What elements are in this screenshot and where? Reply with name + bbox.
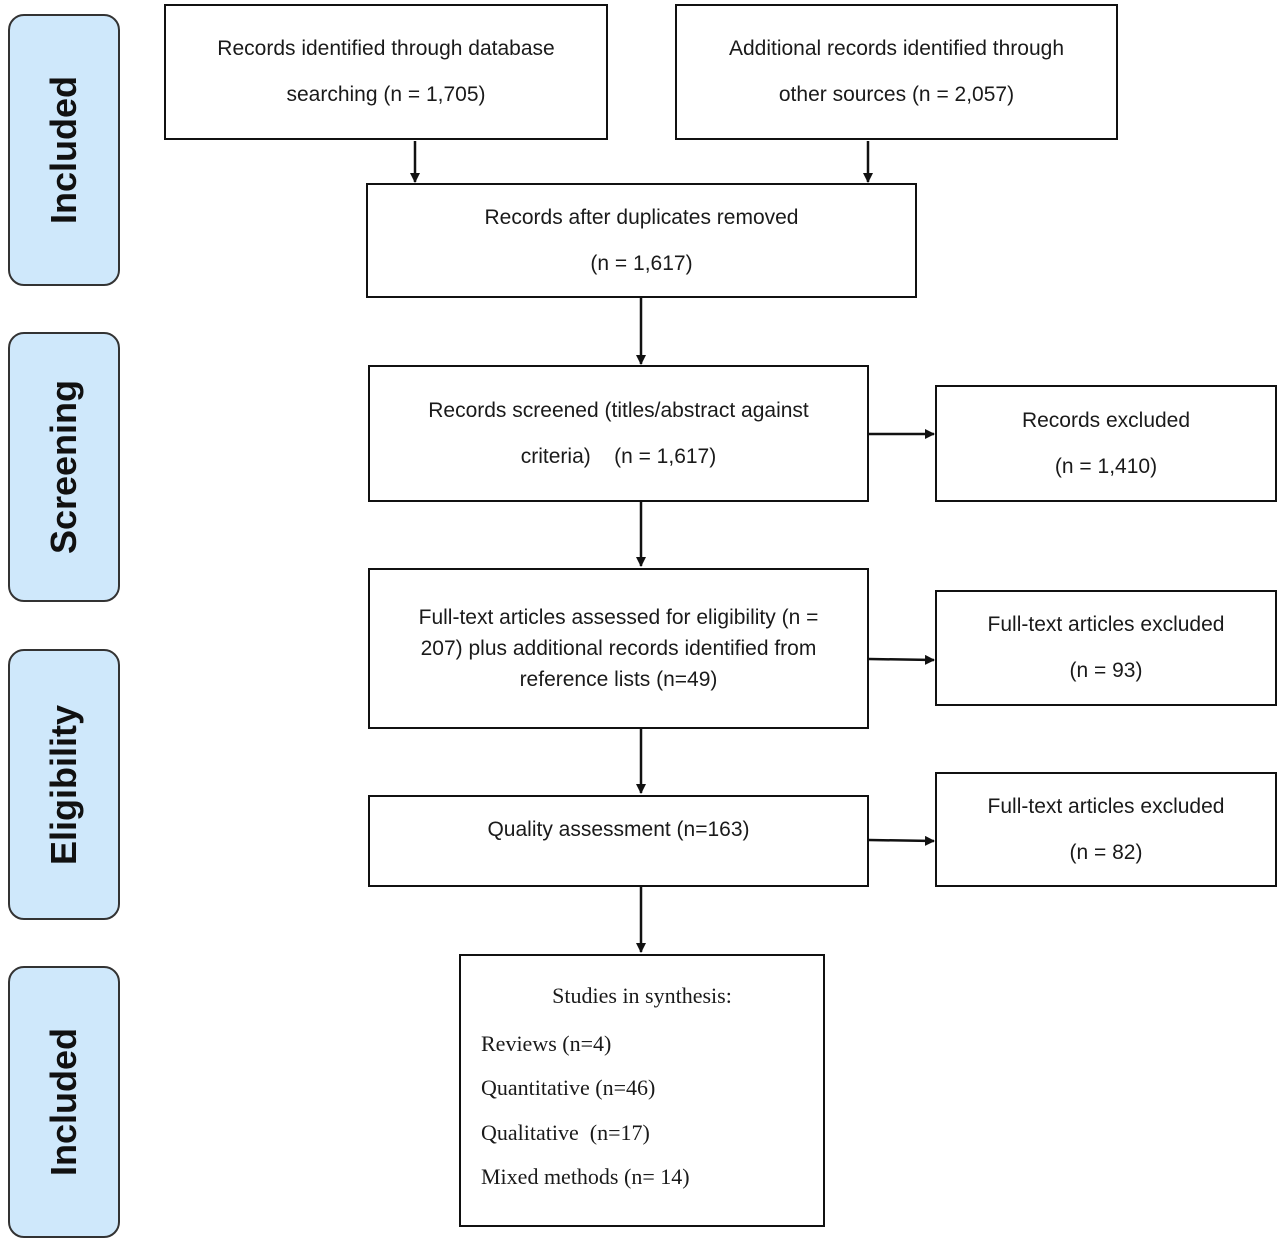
- arrow-fulltext-to-excluded: [868, 654, 935, 665]
- synthesis-item-quantitative: Quantitative (n=46): [481, 1075, 656, 1100]
- box-database-records: Records identified through database sear…: [164, 4, 608, 140]
- synthesis-item-mixed-methods: Mixed methods (n= 14): [481, 1164, 690, 1189]
- arrow-quality-to-excluded: [868, 835, 935, 846]
- box-fulltext-assessed: Full-text articles assessed for eligibil…: [368, 568, 869, 729]
- box-fulltext-excluded-2: Full-text articles excluded (n = 82): [935, 772, 1277, 887]
- synthesis-title: Studies in synthesis:: [552, 983, 732, 1008]
- box-duplicates-removed: Records after duplicates removed (n = 1,…: [366, 183, 917, 298]
- box-text-line: searching (n = 1,705): [286, 83, 486, 106]
- box-text-line: (n = 1,410): [1054, 454, 1158, 478]
- box-text-line: Additional records identified through: [728, 37, 1065, 60]
- box-text-line: (n = 1,617): [590, 251, 693, 275]
- box-text-line: Records screened (titles/abstract agains…: [428, 398, 809, 422]
- box-other-sources: Additional records identified through ot…: [675, 4, 1118, 140]
- box-text-line: Records after duplicates removed: [484, 205, 799, 229]
- stage-included-top: Included: [8, 14, 120, 286]
- box-text-line: Records identified through database: [217, 37, 555, 60]
- box-text-line: Records excluded: [1021, 408, 1191, 432]
- box-text-line: Quality assessment (n=163): [487, 818, 750, 841]
- stage-included-bottom: Included: [8, 966, 120, 1238]
- box-quality-assessment: Quality assessment (n=163): [368, 795, 869, 887]
- synthesis-item-qualitative: Qualitative (n=17): [481, 1120, 650, 1145]
- box-text-line: Full-text articles excluded: [987, 613, 1225, 636]
- box-records-excluded: Records excluded (n = 1,410): [935, 385, 1277, 502]
- synthesis-item-reviews: Reviews (n=4): [481, 1031, 612, 1056]
- stage-screening: Screening: [8, 332, 120, 602]
- box-text-line: (n = 82): [1069, 840, 1143, 864]
- box-text-line: 207) plus additional records identified …: [420, 637, 817, 660]
- box-text-line: Full-text articles excluded: [987, 794, 1225, 818]
- stage-eligibility: Eligibility: [8, 649, 120, 920]
- box-records-screened: Records screened (titles/abstract agains…: [368, 365, 869, 502]
- box-text-line: reference lists (n=49): [519, 668, 718, 691]
- box-fulltext-excluded-1: Full-text articles excluded (n = 93): [935, 590, 1277, 706]
- box-text-line: other sources (n = 2,057): [778, 83, 1015, 106]
- box-text-line: (n = 93): [1069, 659, 1143, 682]
- box-text-line: Full-text articles assessed for eligibil…: [418, 606, 819, 629]
- box-text-line: criteria) (n = 1,617): [520, 444, 717, 468]
- box-studies-in-synthesis: Studies in synthesis: Reviews (n=4) Quan…: [459, 954, 825, 1227]
